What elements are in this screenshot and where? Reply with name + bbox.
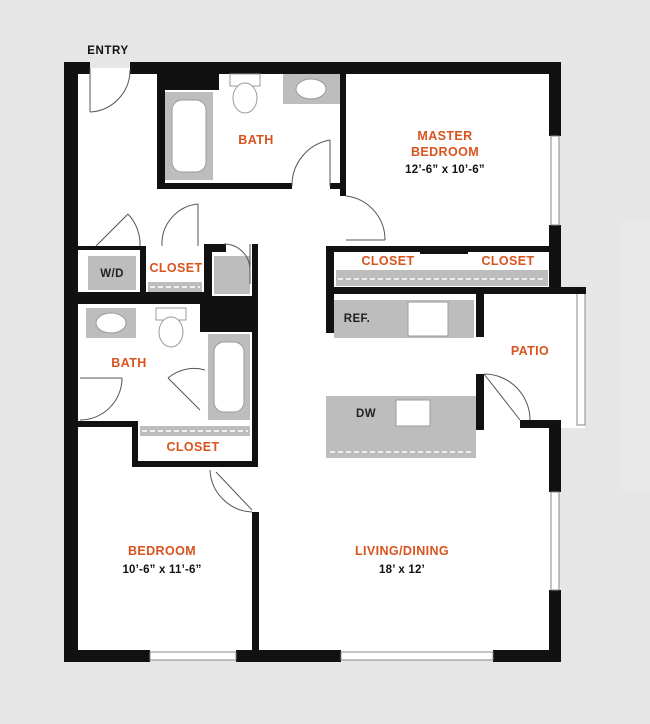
wall-bedroom-right (252, 512, 259, 657)
bedroom-label: BEDROOM (127, 544, 197, 558)
wall-linen-left (204, 244, 212, 298)
wall-right-lower-b (549, 590, 561, 662)
outside-right-lower (622, 220, 650, 492)
toilet-master-bowl (232, 82, 258, 114)
patio-label: PATIO (510, 344, 550, 358)
wall-closet2-bottom (132, 461, 258, 467)
wall-master-closet-bottom (326, 287, 586, 294)
master-bedroom-dims: 12’-6” x 10’-6” (405, 164, 485, 176)
interior-floor (70, 68, 585, 657)
wall-master-left (340, 68, 346, 196)
wall-bath2-bottom (78, 421, 138, 427)
tub-second-inner (213, 341, 245, 413)
bath-second-label: BATH (111, 356, 147, 370)
wall-right-lower-a (549, 420, 561, 492)
wall-closet-divider (420, 246, 468, 254)
cooktop (407, 301, 449, 337)
wall-bottom-b (236, 650, 341, 662)
wall-right-upper-b (549, 225, 561, 293)
master-bedroom-label-1: MASTER (417, 129, 473, 143)
wall-bottom-c (493, 650, 561, 662)
wall-wd-bottom (78, 292, 206, 298)
master-bedroom-label-2: BEDROOM (410, 145, 480, 159)
window-living-bottom (340, 651, 494, 661)
wd-unit (88, 256, 136, 290)
wall-left (64, 62, 78, 662)
wall-bath-tub-block (157, 68, 165, 188)
interior-walls (78, 68, 586, 657)
window-living (550, 491, 560, 591)
wall-wd-right (140, 246, 146, 296)
burners (414, 307, 442, 331)
dw-label: DW (356, 408, 376, 420)
closet-master-shelf (336, 270, 548, 286)
closet-master-left-label: CLOSET (361, 254, 415, 268)
wall-bath2-right (252, 296, 258, 466)
wall-bottom-a (64, 650, 150, 662)
wall-bath-bottom-right (330, 183, 346, 189)
wall-patio-left (476, 287, 484, 337)
wall-linen-right (252, 244, 258, 298)
window-patio (576, 289, 586, 426)
wall-hall-wd-top (78, 246, 142, 250)
closet-bedroom-label: CLOSET (166, 440, 220, 454)
linen-shelf (214, 256, 250, 294)
closet-rails (142, 278, 546, 453)
wall-closet2-left (132, 421, 138, 467)
exterior-walls (64, 62, 561, 662)
wall-bath-corner (157, 68, 219, 90)
wall-patio-bottom (520, 420, 561, 428)
entry-label: ENTRY (87, 45, 129, 57)
sink-master-bowl (295, 78, 327, 100)
fixture-details (95, 73, 449, 427)
closet-master-right-label: CLOSET (481, 254, 535, 268)
ref-unit (334, 300, 380, 338)
wd-label: W/D (100, 268, 124, 280)
ref-label: REF. (343, 313, 371, 325)
wall-kitchen-top (326, 287, 334, 333)
wall-master-closet-left (326, 246, 334, 292)
window-master (550, 135, 560, 226)
door-swings (79, 68, 531, 513)
sink2-bowl (95, 312, 127, 334)
tub-master-inner (171, 99, 207, 173)
wall-patio-left-lower (476, 374, 484, 430)
closet-hall-label: CLOSET (149, 261, 203, 275)
island-sink (395, 399, 431, 427)
living-dining-label: LIVING/DINING (354, 544, 450, 558)
wall-closet-right (204, 244, 226, 252)
toilet2-bowl (158, 316, 184, 348)
wall-bath2-top (78, 298, 210, 304)
windows (149, 135, 586, 661)
living-dining-dims: 18’ x 12’ (379, 564, 425, 576)
wall-bath-bottom (157, 183, 292, 189)
wall-right-upper-a (549, 62, 561, 136)
bath-master-label: BATH (238, 133, 274, 147)
bedroom-dims: 10’-6” x 11’-6” (122, 564, 202, 576)
window-bedroom (149, 651, 237, 661)
